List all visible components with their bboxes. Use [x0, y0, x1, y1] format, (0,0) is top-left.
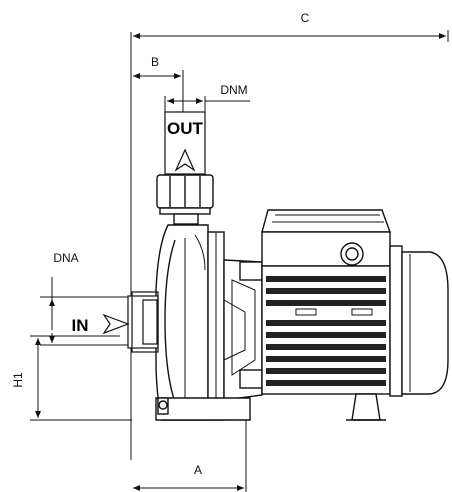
dimension-dna	[40, 277, 128, 346]
motor-housing	[261, 265, 391, 395]
inlet-pipe	[127, 291, 159, 353]
label-h1: H1	[11, 372, 25, 388]
outlet-arrow-icon	[174, 148, 196, 172]
label-dna: DNA	[53, 251, 78, 265]
label-b: B	[151, 55, 159, 69]
motor-foot	[346, 393, 386, 421]
label-out: OUT	[167, 119, 204, 138]
label-in: IN	[72, 316, 89, 335]
outlet-nut	[156, 174, 214, 225]
pump-volute	[155, 224, 209, 421]
label-dnm: DNM	[220, 83, 247, 97]
pump-flange	[207, 231, 263, 421]
label-c: C	[301, 11, 310, 25]
dimension-c	[130, 30, 449, 460]
dimension-h1	[30, 335, 132, 421]
inlet-arrow-icon	[102, 313, 130, 335]
motor-cooling-fins	[266, 276, 386, 386]
pump-base	[155, 397, 251, 421]
label-a: A	[194, 463, 202, 477]
motor-fan-cover	[389, 245, 449, 397]
motor-terminal-box	[261, 209, 391, 267]
